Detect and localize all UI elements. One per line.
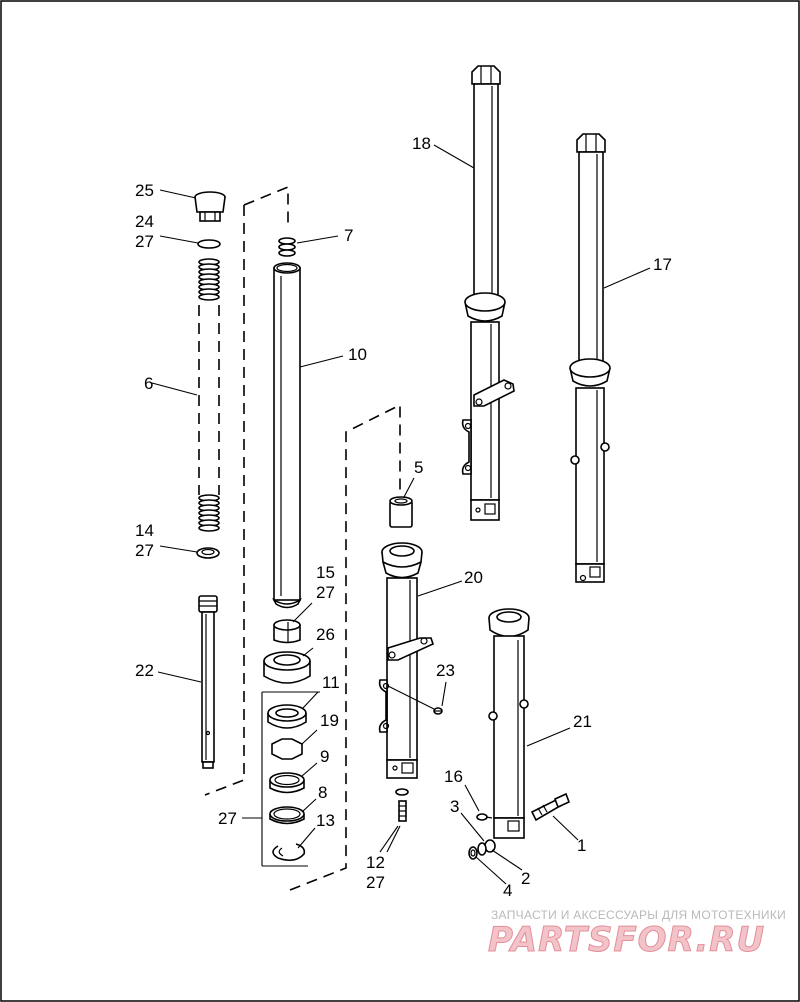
callout-16: 16 — [444, 767, 463, 786]
callout-21: 21 — [573, 712, 592, 731]
part-17-fork-assembly — [569, 133, 611, 583]
watermark-logo: PARTSFOR.RU — [488, 920, 765, 960]
callout-20: 20 — [464, 568, 483, 587]
callout-24: 24 — [135, 212, 154, 231]
part-6-spring — [198, 258, 220, 532]
callout-18: 18 — [412, 134, 431, 153]
leader-lines — [151, 144, 651, 885]
callout-23: 23 — [436, 661, 455, 680]
part-8-washer — [269, 806, 305, 825]
spring-coil — [198, 524, 220, 532]
callout-15: 15 — [316, 563, 335, 582]
callout-22: 22 — [135, 661, 154, 680]
part-25-cap-bolt — [194, 191, 226, 222]
part-13-snap-ring — [272, 843, 306, 862]
part-2-lockwasher — [477, 842, 487, 856]
callout-12: 12 — [366, 853, 385, 872]
callout-9: 9 — [320, 747, 329, 766]
part-7-spacer-spring — [278, 237, 296, 257]
part-5-cup — [389, 496, 413, 528]
part-16-screw — [476, 813, 493, 821]
callout-27: 27 — [316, 583, 335, 602]
part-24-o-ring — [197, 239, 221, 249]
part-9-bushing — [269, 772, 305, 794]
part-12-screw — [395, 788, 409, 822]
part-23-plug — [433, 707, 443, 715]
callout-27: 27 — [218, 809, 237, 828]
callout-14: 14 — [135, 521, 154, 540]
callout-7: 7 — [344, 226, 353, 245]
callout-19: 19 — [320, 711, 339, 730]
callout-1: 1 — [577, 836, 586, 855]
watermark: ЗАПЧАСТИ И АКСЕССУАРЫ ДЛЯ МОТОТЕХНИКИ PA… — [488, 908, 786, 961]
callout-3: 3 — [450, 797, 459, 816]
part-18-fork-assembly — [461, 65, 515, 521]
callout-17: 17 — [653, 255, 672, 274]
callout-5: 5 — [414, 458, 423, 477]
callout-2: 2 — [521, 869, 530, 888]
callout-11: 11 — [322, 673, 340, 692]
callout-8: 8 — [318, 783, 327, 802]
alignment-line-right — [289, 403, 401, 891]
part-26-spacer — [263, 651, 311, 684]
callout-10: 10 — [348, 345, 367, 364]
part-11-oil-seal — [267, 704, 307, 729]
callout-26: 26 — [316, 625, 335, 644]
callout-13: 13 — [316, 811, 335, 830]
callout-numbers: 25 24 27 6 14 27 22 7 10 15 27 26 11 19 … — [135, 134, 672, 900]
part-15-bushing — [273, 619, 301, 644]
part-22-damper-rod — [198, 595, 218, 769]
callout-27: 27 — [135, 541, 154, 560]
callout-6: 6 — [144, 374, 153, 393]
part-20-left-slider — [378, 542, 434, 779]
part-1-bolt — [530, 792, 571, 822]
part-19-clip — [271, 738, 303, 760]
alignment-line-left-2 — [204, 205, 245, 796]
callout-27: 27 — [135, 232, 154, 251]
spring-coil — [198, 293, 220, 301]
callout-25: 25 — [135, 181, 154, 200]
part-21-right-slider — [488, 608, 530, 839]
part-4-nut — [468, 846, 478, 860]
watermark-caption: ЗАПЧАСТИ И АКСЕССУАРЫ ДЛЯ МОТОТЕХНИКИ — [491, 908, 786, 922]
alignment-line-left — [243, 185, 289, 228]
part-14-washer — [196, 547, 220, 559]
part-10-inner-tube — [272, 262, 302, 609]
callout-4: 4 — [503, 881, 512, 900]
callout-27: 27 — [366, 873, 385, 892]
